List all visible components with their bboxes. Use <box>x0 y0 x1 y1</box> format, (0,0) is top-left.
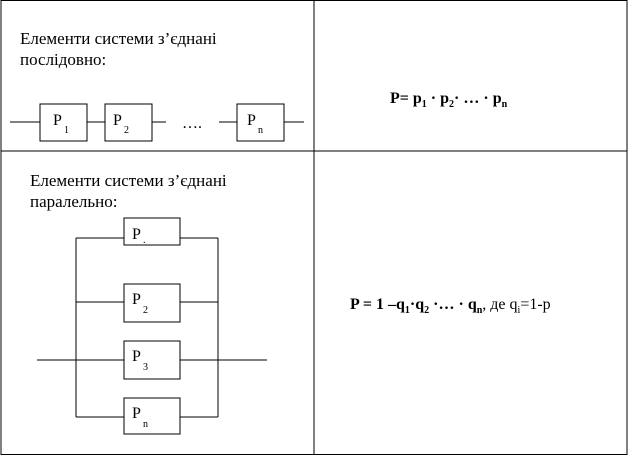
svg-text:P: P <box>113 112 122 129</box>
svg-text:P: P <box>53 112 62 129</box>
svg-text:P: P <box>132 405 141 422</box>
parallel-diagram: P . P 2 P 3 P n <box>37 217 267 435</box>
series-block-n: P n <box>236 103 285 142</box>
svg-text:1: 1 <box>64 125 69 136</box>
svg-text:2: 2 <box>124 125 129 136</box>
svg-text:P: P <box>132 291 141 308</box>
parallel-block-n: P n <box>123 397 181 435</box>
parallel-block-3: P 3 <box>123 340 181 380</box>
parallel-block-2: P 2 <box>123 283 181 323</box>
svg-text:P: P <box>132 226 141 243</box>
series-ellipsis: …. <box>182 115 202 132</box>
series-formula: P= p1 · p2· … · pn <box>390 90 508 110</box>
svg-text:.: . <box>143 235 146 246</box>
svg-text:3: 3 <box>143 362 148 373</box>
series-diagram: P 1 P 2 …. P n <box>10 103 304 142</box>
series-caption: Елементи системи з’єднані послідовно: <box>20 29 217 69</box>
parallel-block-1: P . <box>123 217 181 246</box>
svg-text:P: P <box>247 112 256 129</box>
series-block-1: P 1 <box>39 103 88 142</box>
series-block-2: P 2 <box>104 103 153 142</box>
parallel-caption: Елементи системи з’єднані паралельно: <box>30 171 227 211</box>
svg-text:n: n <box>258 125 263 136</box>
svg-text:P: P <box>132 348 141 365</box>
svg-text:2: 2 <box>143 305 148 316</box>
svg-text:n: n <box>143 419 148 430</box>
parallel-formula: P = 1 –q1·q2 ·… · qn, де qi=1-p <box>350 296 551 316</box>
